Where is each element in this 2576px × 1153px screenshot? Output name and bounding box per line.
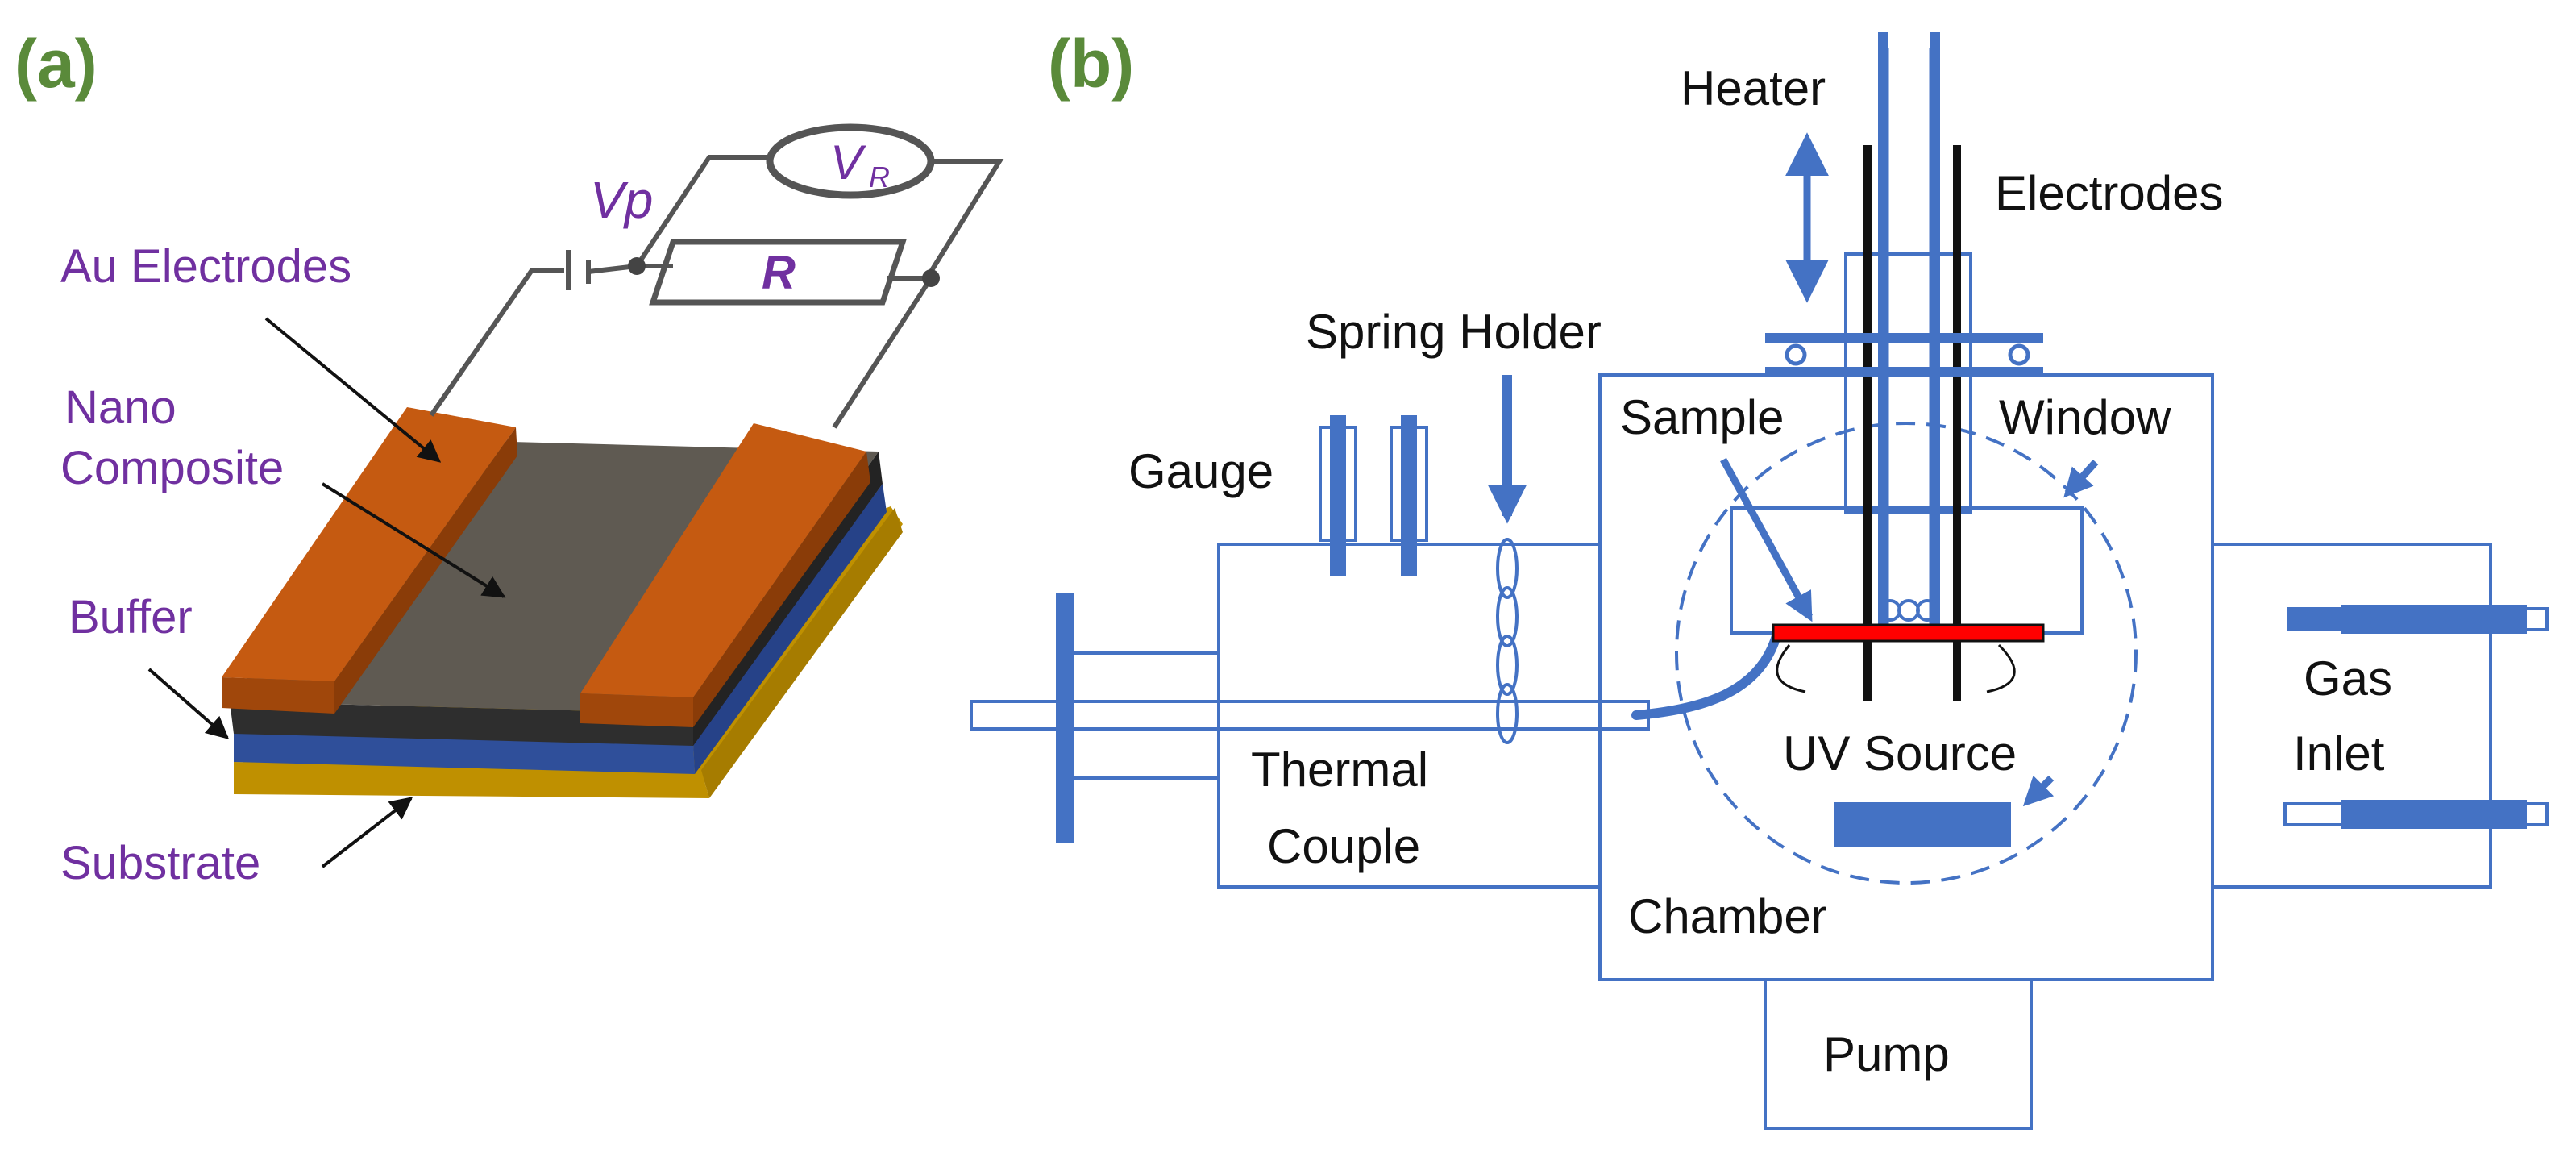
heater-housing xyxy=(1844,252,1972,514)
panel-b-pointers xyxy=(1720,457,2099,807)
heater-coil-2 xyxy=(1897,599,1920,622)
resistor-symbol: R xyxy=(762,247,796,299)
uv-source-lamp xyxy=(1834,802,2011,847)
electrode-contact-left xyxy=(1776,644,1806,693)
right-electrode-side xyxy=(693,452,870,727)
measurement-circuit xyxy=(429,123,1004,429)
label-spring-holder: Spring Holder xyxy=(1306,305,1602,359)
electrode-right xyxy=(1953,145,1961,701)
panel-a: (a) xyxy=(15,26,1004,889)
left-electrode-front xyxy=(222,677,334,714)
sample-plate xyxy=(1772,623,2045,643)
gauge-rod-1 xyxy=(1330,415,1346,576)
resistor-box xyxy=(649,239,907,306)
arrow-au-electrodes xyxy=(264,317,442,463)
label-couple: Couple xyxy=(1267,819,1420,873)
label-pump: Pump xyxy=(1823,1027,1950,1081)
dashed-viewport-circle xyxy=(1675,422,2138,885)
mount-plate-top xyxy=(1765,333,2043,343)
arrow-nanocomposite xyxy=(321,482,506,598)
substrate-side xyxy=(701,508,903,798)
label-nano: Nano xyxy=(64,381,177,434)
left-electrode-top xyxy=(222,407,516,681)
panel-a-tag: (a) xyxy=(15,26,98,102)
meter-subscript: R xyxy=(869,160,890,194)
thermocouple-wire xyxy=(1631,628,1782,720)
gauges xyxy=(1319,415,1428,576)
thermocouple-feedthrough xyxy=(970,593,1782,843)
sensor-device xyxy=(222,407,903,798)
arrow-buffer xyxy=(147,668,230,739)
apparatus-outlines xyxy=(1217,252,2492,1130)
label-electrodes: Electrodes xyxy=(1995,166,2223,220)
spring-link-1 xyxy=(1496,538,1519,599)
left-electrode-side xyxy=(334,427,517,714)
spring-link-3 xyxy=(1496,635,1519,696)
spring-link-2 xyxy=(1496,586,1519,647)
circuit-wire-left xyxy=(429,268,564,417)
gas-inlet-tubes xyxy=(2283,605,2549,829)
arrow-window xyxy=(2063,459,2099,498)
mount-screw-left xyxy=(1785,343,1807,366)
spring-chain xyxy=(1496,538,1519,744)
label-thermal: Thermal xyxy=(1251,743,1428,797)
mount-screw-right xyxy=(2008,343,2030,366)
gas-tube-top-cap xyxy=(2289,610,2354,628)
label-window: Window xyxy=(1999,390,2171,444)
label-buffer: Buffer xyxy=(69,591,193,643)
dark-layer-front xyxy=(230,701,693,746)
circuit-wire-meter-right xyxy=(924,159,1004,280)
label-composite: Composite xyxy=(60,442,284,494)
circuit-wire-right xyxy=(832,277,933,429)
label-uv-source: UV Source xyxy=(1783,726,2017,780)
source-symbol: Vp xyxy=(590,171,653,229)
heater-rod-right xyxy=(1930,32,1940,629)
label-gas: Gas xyxy=(2304,651,2392,706)
heater-coil-3 xyxy=(1916,599,1938,622)
label-inlet: Inlet xyxy=(2293,726,2385,780)
label-sample: Sample xyxy=(1620,390,1784,444)
arrow-sample xyxy=(1720,457,1813,622)
panel-b: (b) xyxy=(970,26,2549,1130)
label-substrate: Substrate xyxy=(60,837,260,889)
label-heater: Heater xyxy=(1681,61,1826,115)
gas-tube-top-body xyxy=(2341,605,2527,634)
arrow-uv-source xyxy=(2022,775,2055,807)
pump-box xyxy=(1764,978,2033,1130)
meter-symbol: V xyxy=(830,135,866,189)
gauge-rod-2 xyxy=(1401,415,1417,576)
buffer-layer-side xyxy=(693,484,887,774)
gauge-sleeve-1 xyxy=(1319,426,1357,542)
spring-link-4 xyxy=(1496,683,1519,744)
panel-b-tag: (b) xyxy=(1048,26,1134,102)
heater-assembly xyxy=(1765,32,2043,701)
heater-rod-left xyxy=(1878,32,1888,629)
right-electrode-front xyxy=(580,693,693,727)
flange-plate xyxy=(1056,593,1074,843)
mount-plate-bottom xyxy=(1765,367,2043,377)
circuit-node-left xyxy=(628,257,646,275)
right-electrode-top xyxy=(580,423,866,697)
arrow-substrate xyxy=(321,797,413,868)
label-chamber: Chamber xyxy=(1628,889,1827,943)
circuit-node-right xyxy=(922,269,940,287)
gas-tube-bottom-body xyxy=(2341,800,2527,829)
electrode-contact-right xyxy=(1986,643,2016,693)
panel-a-leaders xyxy=(147,317,506,868)
circuit-wire-meter-left xyxy=(634,155,770,268)
gas-arm-box xyxy=(2211,543,2492,889)
gauge-sleeve-2 xyxy=(1390,426,1428,542)
label-gauge: Gauge xyxy=(1128,444,1273,498)
label-au-electrodes: Au Electrodes xyxy=(60,240,351,293)
electrode-left xyxy=(1863,145,1872,701)
